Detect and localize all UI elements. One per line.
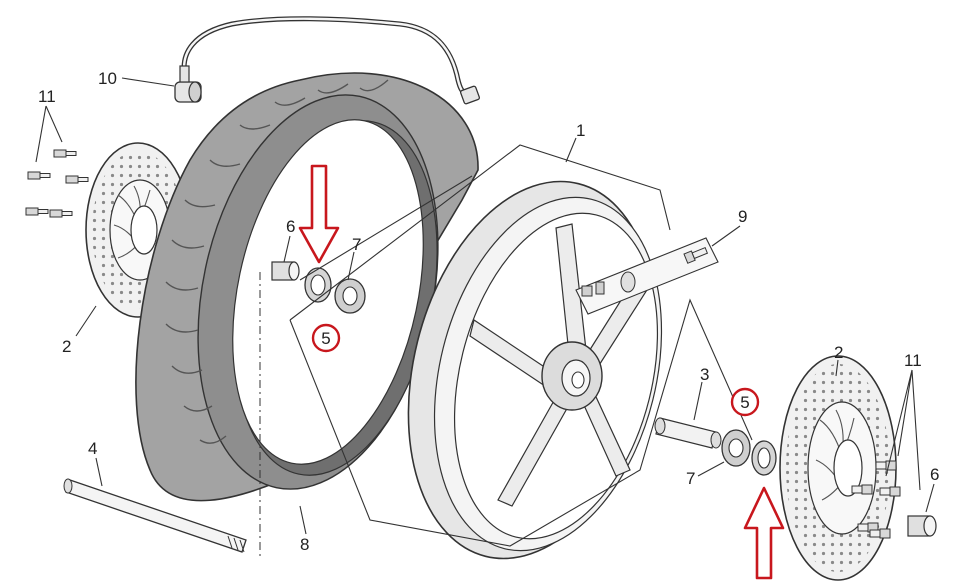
callout-9: 9 <box>738 207 747 226</box>
wheel-spacer <box>654 417 722 449</box>
axle <box>63 478 247 553</box>
callout-1: 1 <box>576 121 585 140</box>
callout-2-left: 2 <box>62 337 71 356</box>
left-brake-disc <box>85 142 191 318</box>
callout-5-left: 5 <box>321 329 330 348</box>
right-bearing <box>721 429 751 467</box>
callout-6-right: 6 <box>930 465 939 484</box>
callout-11-right: 11 <box>904 351 922 370</box>
left-disc-bolts <box>25 149 89 218</box>
right-seal <box>751 440 777 476</box>
left-seal <box>304 267 332 303</box>
callout-6-left: 6 <box>286 217 295 236</box>
sensor-screw <box>575 237 719 315</box>
callout-7-right: 7 <box>686 469 695 488</box>
callout-7-left: 7 <box>352 235 361 254</box>
right-disc-bolts <box>851 460 901 539</box>
callout-8: 8 <box>300 535 309 554</box>
callout-labels: 10 11 2 6 7 1 9 3 7 2 11 6 4 8 <box>38 69 939 554</box>
right-spacer <box>907 515 937 537</box>
circle-highlight-right <box>730 387 760 417</box>
speed-sensor-cable <box>174 16 480 105</box>
up-arrow-icon <box>743 486 785 580</box>
leader-lines <box>35 77 935 535</box>
assembly-outline <box>259 144 753 556</box>
down-arrow-icon <box>298 164 340 264</box>
callout-2-right: 2 <box>834 343 843 362</box>
callout-10: 10 <box>98 69 117 88</box>
left-spacer <box>271 261 300 281</box>
circle-highlight-left <box>311 323 341 353</box>
callout-4: 4 <box>88 439 97 458</box>
callout-3: 3 <box>700 365 709 384</box>
red-highlights: 5 5 <box>298 164 785 580</box>
left-bearing <box>334 278 366 314</box>
callout-11-left: 11 <box>38 87 56 106</box>
callout-5-right: 5 <box>740 393 749 412</box>
